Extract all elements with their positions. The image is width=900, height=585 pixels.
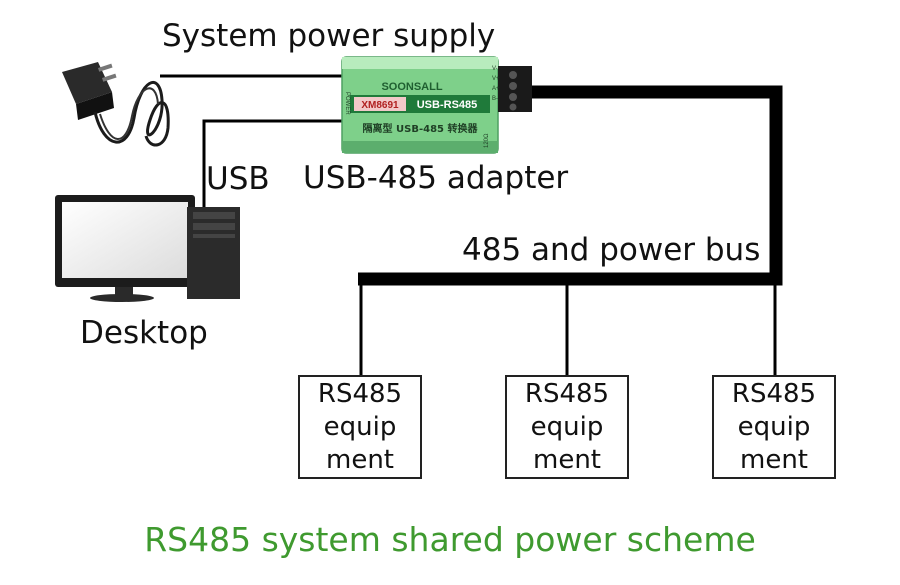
- terminal-label-3: A+: [492, 86, 500, 92]
- adapter-label: USB-485 adapter: [303, 160, 569, 196]
- device-text-line: equip: [323, 411, 397, 442]
- terminal-label-4: B-: [492, 96, 498, 102]
- adapter-bottom-label: 120Ω: [484, 133, 490, 148]
- adapter-brand: SOONSALL: [381, 81, 442, 93]
- device-text-line: ment: [326, 444, 394, 475]
- adapter-model: XM8691: [361, 100, 399, 111]
- device-text-line: RS485: [317, 378, 403, 409]
- terminal-label-2: V+: [492, 76, 500, 82]
- terminal-label-1: V-: [492, 66, 498, 72]
- rs485-device-2: RS485 equip ment: [505, 375, 629, 479]
- rs485-device-1: RS485 equip ment: [298, 375, 422, 479]
- device-text-line: RS485: [731, 378, 817, 409]
- device-text-line: ment: [740, 444, 808, 475]
- usb-485-adapter-device: SOONSALL XM8691 USB-RS485 隔离型 USB-485 转换…: [341, 56, 532, 154]
- adapter-product: USB-RS485: [417, 99, 478, 111]
- desktop-computer-icon: [55, 195, 240, 302]
- desktop-label: Desktop: [80, 315, 208, 351]
- diagram-caption: RS485 system shared power scheme: [144, 520, 756, 559]
- rs485-device-3: RS485 equip ment: [712, 375, 836, 479]
- usb-wire: [202, 119, 345, 215]
- bus-label: 485 and power bus: [462, 232, 761, 268]
- power-adapter-icon: [62, 62, 170, 147]
- usb-label: USB: [206, 161, 270, 197]
- device-text-line: equip: [530, 411, 604, 442]
- adapter-side-label: POWER: [344, 92, 350, 115]
- device-text-line: ment: [533, 444, 601, 475]
- device-text-line: RS485: [524, 378, 610, 409]
- device-text-line: equip: [737, 411, 811, 442]
- adapter-chinese-label: 隔离型 USB-485 转换器: [363, 122, 479, 135]
- power-supply-label: System power supply: [162, 18, 496, 54]
